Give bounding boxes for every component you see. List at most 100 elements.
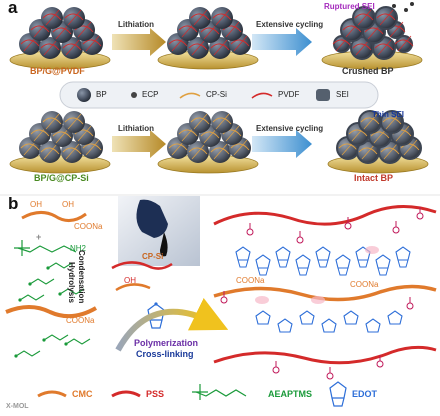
- binder-line: [200, 131, 220, 139]
- binder-line: [360, 117, 380, 125]
- binder-line: [168, 143, 188, 151]
- pss-chain-top-right: [213, 204, 437, 226]
- binder-line: [64, 13, 84, 21]
- aeaptms-fragment: [43, 334, 69, 341]
- legend-edot-structure: [329, 381, 347, 407]
- binder-line: [188, 43, 208, 51]
- binder-line: [52, 27, 72, 35]
- edot-unit: [321, 318, 337, 333]
- edot-unit: [299, 310, 315, 325]
- pss-chain-bottom-right: [213, 345, 437, 365]
- panel-b: [0, 194, 440, 407]
- binder-line: [42, 117, 62, 125]
- cluster-lithiated-cpsi: [157, 111, 259, 174]
- edot-unit: [255, 310, 271, 325]
- binder-line: [376, 13, 396, 21]
- sulfonate-group: [220, 296, 228, 304]
- edot-unit: [387, 310, 403, 325]
- binder-line: [190, 13, 210, 21]
- binder-line: [65, 39, 80, 56]
- edot-unit: [295, 254, 311, 269]
- cycling-arrow-bottom: [252, 130, 312, 158]
- nh2-group-1: NH2: [70, 244, 87, 253]
- lithiation-label-top: Lithiation: [118, 20, 154, 29]
- legend-box: [59, 81, 379, 109]
- binder-line: [64, 117, 84, 125]
- legend-bp-text: BP: [96, 90, 107, 99]
- aeaptms-fragment: [59, 288, 85, 295]
- legend-cpsi-text: CP-Si: [206, 90, 227, 99]
- binder-line: [20, 39, 40, 47]
- binder-line: [380, 147, 400, 155]
- binder-line: [332, 39, 352, 47]
- ecp-dot: [410, 2, 414, 6]
- lithiation-arrow-top: [112, 28, 166, 56]
- binder-line: [188, 147, 208, 155]
- oh-group-2: OH: [62, 200, 74, 209]
- cycling-label-top: Extensive cycling: [256, 20, 324, 29]
- sulfonate-group: [416, 212, 424, 220]
- panel-a-label: a: [8, 0, 18, 17]
- caption-bp-g-cpsi: BP/G@CP-Si: [34, 173, 89, 183]
- binder-line: [370, 131, 390, 139]
- watermark: X-MOL: [6, 403, 29, 410]
- cluster-crushed-bp: [321, 2, 423, 70]
- photo-cp-si-label: CP-Si: [142, 252, 164, 261]
- binder-line: [190, 117, 210, 125]
- binder-line: [20, 143, 40, 151]
- binder-line: [397, 35, 412, 52]
- binder-line: [178, 25, 198, 33]
- edot-ring: [257, 267, 269, 276]
- crosslink-highlight: [365, 246, 379, 254]
- si-node: [42, 338, 46, 342]
- sulfonate-group: [326, 372, 334, 380]
- cmc-chain-top: [21, 211, 87, 222]
- binder-line: [82, 39, 102, 47]
- caption-intact-bp: Intact BP: [354, 173, 394, 183]
- binder-line: [358, 147, 378, 155]
- legend-cmc-text: CMC: [72, 389, 93, 399]
- binder-line: [193, 9, 208, 26]
- edot-unit: [277, 318, 293, 333]
- edot-unit: [343, 310, 359, 325]
- edot-unit: [255, 254, 271, 269]
- binder-line: [394, 39, 414, 47]
- binder-line: [395, 125, 410, 142]
- binder-line: [233, 139, 248, 156]
- cluster-bp-g-cpsi: [9, 111, 111, 174]
- binder-line: [45, 113, 60, 130]
- legend-edot-text: EDOT: [352, 389, 378, 399]
- legend-pvdf-marker: [251, 92, 273, 99]
- polymerization-arrow: [115, 297, 229, 352]
- binder-line: [342, 25, 362, 33]
- si-node: [14, 354, 18, 358]
- binder-line: [52, 131, 72, 139]
- binder-line: [210, 147, 230, 155]
- oh-group-mid: OH: [124, 276, 136, 285]
- binder-line: [213, 143, 228, 160]
- binder-line: [178, 129, 198, 137]
- aeaptms-fragment: [15, 350, 41, 357]
- binder-line: [67, 113, 82, 130]
- edot-ring: [297, 267, 309, 276]
- binder-line: [357, 9, 372, 26]
- aeaptms-fragment: [65, 338, 91, 345]
- crosslink-highlight: [311, 296, 325, 304]
- binder-line: [62, 43, 82, 51]
- oh-group-1: OH: [30, 200, 42, 209]
- binder-line: [352, 43, 372, 51]
- aeaptms-fragment: [19, 294, 45, 301]
- legend-pvdf-text: PVDF: [278, 90, 300, 99]
- binder-line: [215, 9, 230, 26]
- legend-aeaptms-structure: [192, 384, 247, 400]
- binder-line: [225, 21, 240, 38]
- sulfonate-group: [376, 360, 384, 368]
- binder-line: [77, 21, 92, 38]
- coona-group-top: COONa: [74, 222, 103, 231]
- edot-ring: [337, 267, 349, 276]
- coona-group-right: COONa: [236, 276, 265, 285]
- ecp-dot: [404, 8, 408, 12]
- panel-b-label: b: [8, 194, 19, 213]
- si-node: [64, 342, 68, 346]
- glove-shape: [136, 199, 168, 238]
